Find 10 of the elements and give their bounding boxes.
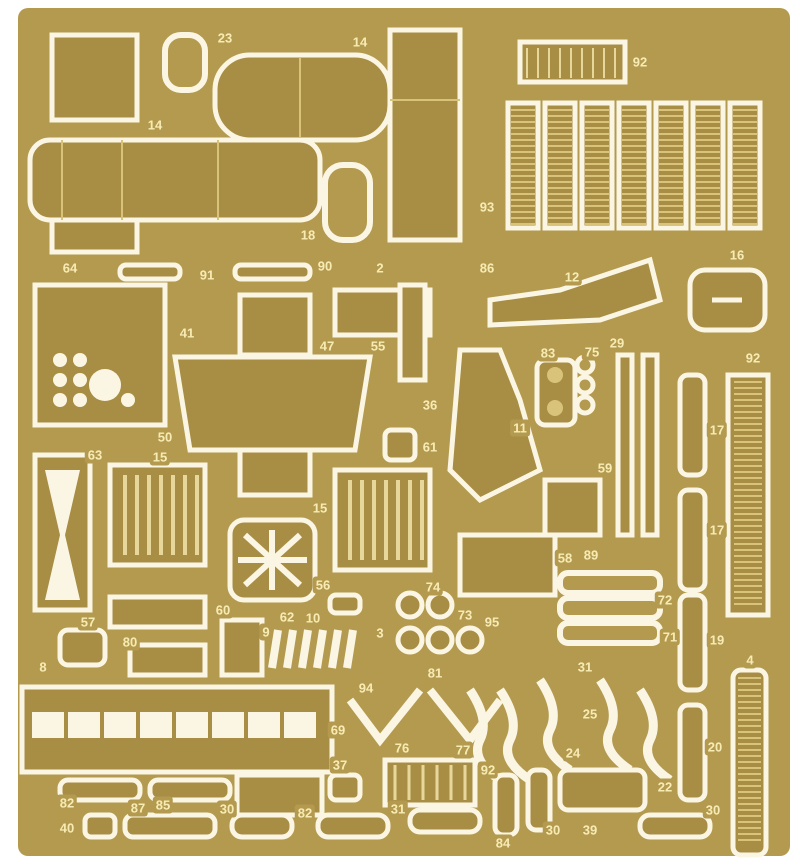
callout-number: 17 [706,422,728,438]
callout-number: 71 [660,628,680,646]
callout-number: 85 [152,796,174,814]
callout-number: 11 [510,420,530,436]
callout-number: 37 [330,756,350,774]
callout-number: 92 [478,762,498,778]
callout-number: 17 [706,522,728,538]
callout-number: 30 [216,800,238,818]
callout-number: 77 [452,742,474,758]
callout-number: 87 [128,800,148,816]
